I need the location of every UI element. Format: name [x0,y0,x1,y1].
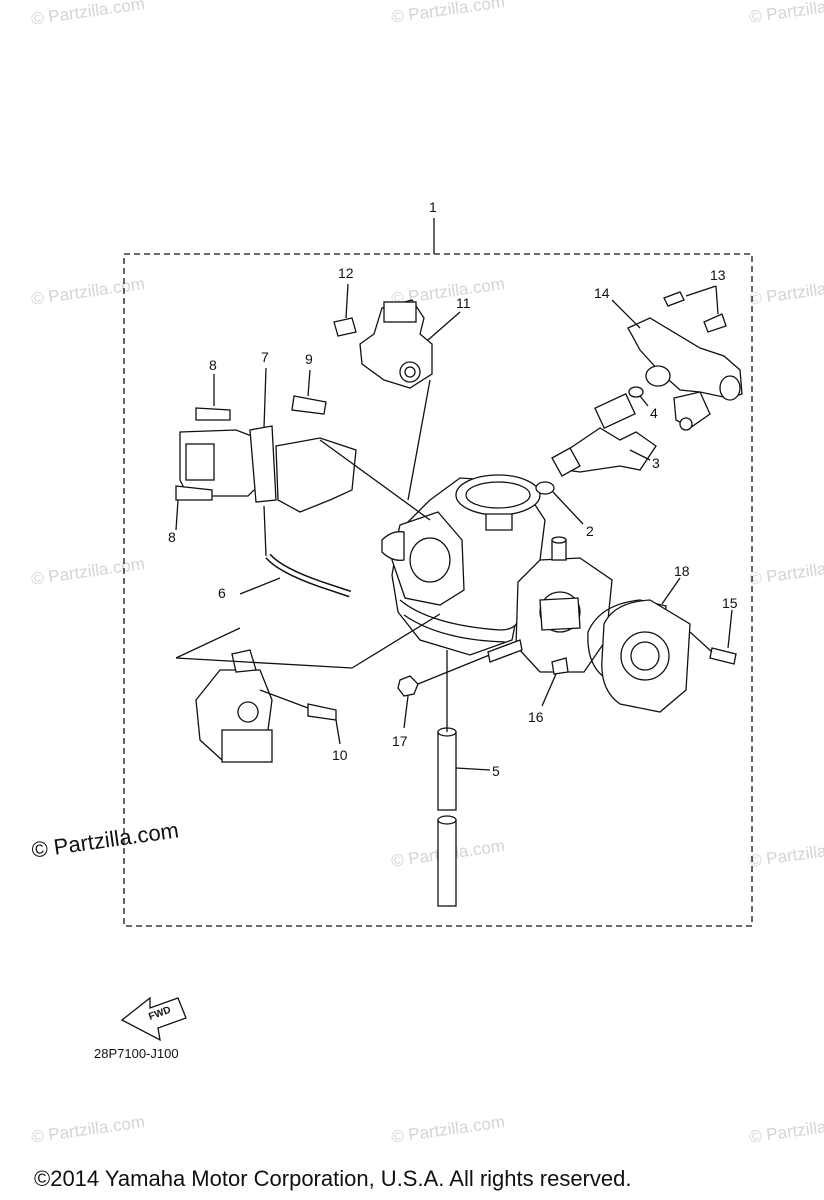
part-18-gasket [587,599,667,691]
leader-11 [427,311,461,341]
part-15-bolt [709,647,737,665]
leader-7 [263,367,267,429]
leader-4 [639,395,649,407]
stud-bolt [487,639,523,663]
flow-bracket-c [351,613,441,669]
callout-3: 3 [652,455,660,471]
flow-15 [689,631,713,653]
part-18-cover [601,599,691,713]
part-17-nut [397,675,419,697]
callout-9: 9 [305,351,313,367]
part-12-screw [333,317,357,337]
leader-10 [335,719,341,745]
callout-18: 18 [674,563,690,579]
callout-17: 17 [392,733,408,749]
leader-13a [685,285,717,297]
callout-11: 11 [456,295,471,311]
part-3-injector [551,392,657,477]
part-9-screw [291,395,327,415]
flow-10 [259,689,309,709]
leader-15 [727,609,733,649]
leader-16 [541,673,557,707]
leader-17 [403,695,409,729]
callout-7: 7 [261,349,269,365]
diagram-code: 28P7100-J100 [94,1046,179,1061]
callout-8-top: 8 [209,357,217,373]
part-10-sensor [195,649,273,763]
flow-7 [319,439,431,521]
callout-12: 12 [338,265,354,281]
assembly-boundary [123,253,753,927]
part-16-nipple [551,657,569,675]
part-11-sensor [359,299,433,389]
callout-10: 10 [332,747,348,763]
leader-18 [661,577,681,605]
flow-17 [417,653,493,685]
part-7-sensor-bracket [179,425,357,513]
leader-14 [611,299,641,329]
flow-bracket-a [175,657,353,669]
fwd-arrow-icon [120,996,187,1042]
flow-11 [407,379,431,501]
part-8-screw-bottom [175,485,213,501]
callout-6: 6 [218,585,226,601]
part-4-oring [628,386,644,398]
callout-16: 16 [528,709,544,725]
part-10-screw [307,703,337,721]
callout-8-bottom: 8 [168,529,176,545]
leader-12 [345,283,349,319]
leader-3 [629,449,651,461]
leader-9 [307,369,311,397]
leader-5 [455,767,491,771]
callout-4: 4 [650,405,658,421]
part-8-screw-top [195,407,231,421]
callout-5: 5 [492,763,500,779]
copyright-footer: ©2014 Yamaha Motor Corporation, U.S.A. A… [34,1166,632,1191]
callout-14: 14 [594,285,610,301]
leader-8b [175,499,179,531]
callout-15: 15 [722,595,738,611]
part-14-fuel-rail [627,317,743,431]
leader-13b [715,285,719,315]
flow-bracket-b [175,627,241,659]
part-2-oring [535,481,555,495]
part-5-tube [437,727,457,907]
part-13-screws [663,291,727,333]
flow-6 [263,505,267,557]
leader-6 [239,577,281,595]
callout-1: 1 [429,199,437,215]
callout-13: 13 [710,267,726,283]
callout-2: 2 [586,523,594,539]
throttle-body [381,474,613,673]
leader-2 [552,491,584,525]
